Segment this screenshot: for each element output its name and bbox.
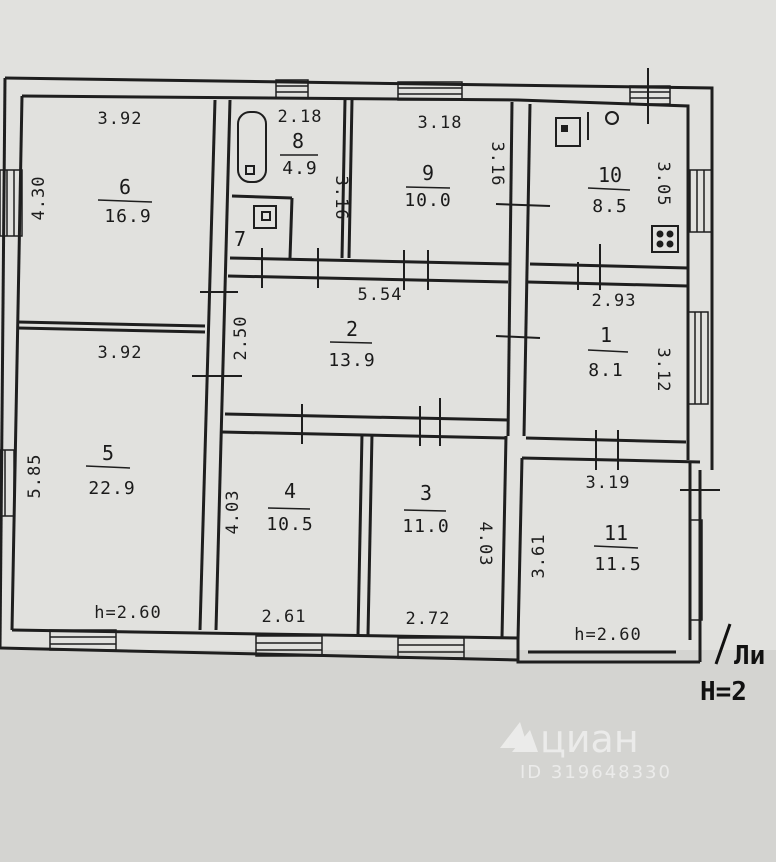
room-10-area: 8.5	[592, 196, 628, 217]
room-8-number: 8	[292, 129, 304, 153]
outside-tick	[714, 623, 732, 665]
cian-watermark: циан ID 319648330	[500, 717, 672, 783]
dim-r9-right: 3.16	[487, 142, 507, 187]
windows	[0, 79, 713, 659]
height-r11: h=2.60	[574, 625, 641, 645]
dim-r5-top: 3.92	[98, 343, 143, 363]
dim-r6-top: 3.92	[98, 109, 143, 129]
room-6-number: 6	[119, 175, 131, 199]
room-10-number: 10	[598, 163, 622, 187]
room-5-number: 5	[102, 441, 114, 465]
dim-r3-bottom: 2.72	[406, 609, 451, 629]
dim-r4-left: 4.03	[223, 490, 243, 535]
room-2-number: 2	[346, 317, 358, 341]
dim-r11-top: 3.19	[586, 473, 631, 493]
outside-height: H=2	[700, 677, 747, 707]
room-1-number: 1	[600, 323, 612, 347]
window	[629, 85, 671, 105]
door-marks	[192, 68, 720, 491]
window	[397, 81, 463, 101]
dim-r9-top: 3.18	[418, 113, 463, 133]
dim-r8-right: 3.16	[331, 176, 351, 221]
window	[689, 519, 703, 621]
window	[275, 79, 309, 99]
interior-walls	[17, 99, 701, 641]
room-1-area: 8.1	[588, 360, 624, 381]
room-9-area: 10.0	[404, 190, 451, 211]
sink-icon	[253, 205, 277, 229]
window	[0, 449, 15, 517]
height-r5: h=2.60	[94, 603, 161, 623]
room-4-area: 10.5	[266, 514, 313, 535]
room-9-number: 9	[422, 161, 434, 185]
room-3-number: 3	[420, 481, 432, 505]
dim-r10-right: 3.05	[653, 162, 673, 207]
dim-r1-right: 3.12	[653, 348, 673, 393]
room-11-area: 11.5	[594, 554, 641, 575]
bathtub-icon	[237, 111, 267, 183]
dim-r2-left: 2.50	[231, 316, 251, 361]
dim-r5-left: 5.85	[25, 454, 45, 499]
dim-r1-top: 2.93	[592, 291, 637, 311]
dim-r11-left: 3.61	[529, 534, 549, 579]
room-8-area: 4.9	[282, 158, 318, 179]
dim-r2-top: 5.54	[358, 285, 403, 305]
cian-logo-icon	[500, 722, 538, 752]
window	[687, 311, 709, 405]
watermark-brand: циан	[540, 717, 639, 761]
outer-walls	[0, 76, 714, 664]
dim-r4-bottom: 2.61	[262, 607, 307, 627]
kitchen-sink-icon	[651, 225, 679, 253]
room-5-area: 22.9	[88, 478, 135, 499]
paper-lower	[0, 650, 776, 862]
fraction-bars	[85, 154, 639, 549]
room-7-number: 7	[234, 227, 246, 251]
window	[49, 629, 117, 651]
outside-label: Ли	[734, 641, 765, 671]
stove-icon	[555, 111, 619, 147]
room-6-area: 16.9	[104, 206, 151, 227]
window	[397, 637, 465, 659]
room-3-area: 11.0	[402, 516, 449, 537]
dim-r3-right: 4.03	[475, 522, 495, 567]
window	[689, 169, 713, 233]
room-11-number: 11	[604, 521, 628, 545]
room-4-number: 4	[284, 479, 296, 503]
room-2-area: 13.9	[328, 350, 375, 371]
window	[0, 169, 23, 237]
dim-r6-left: 4.30	[29, 176, 49, 221]
watermark-id: ID 319648330	[520, 762, 672, 783]
window	[255, 635, 323, 657]
dim-r8-top: 2.18	[278, 107, 323, 127]
